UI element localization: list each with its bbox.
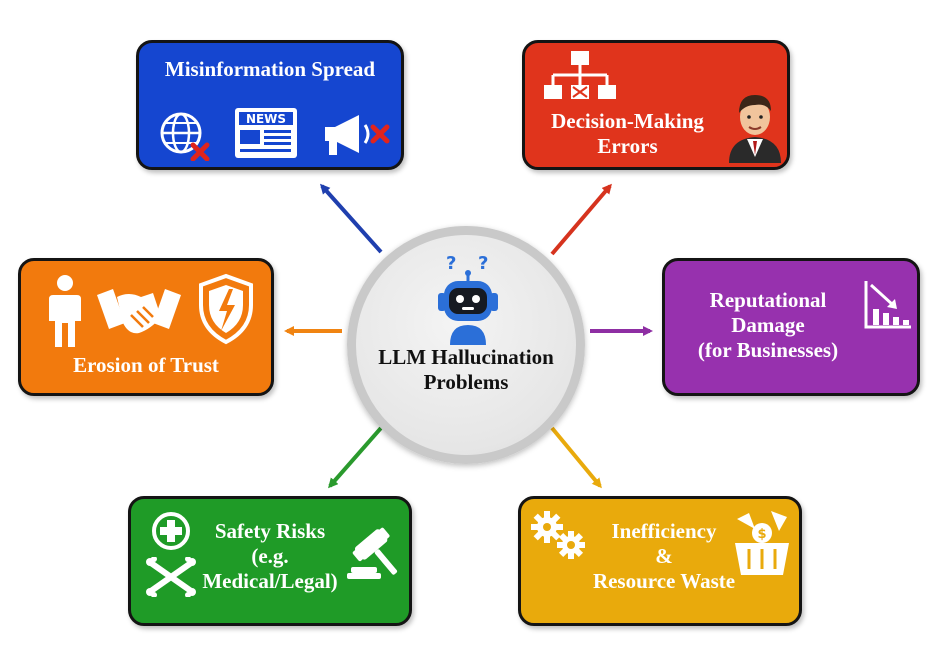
reputational-damage-box: Reputational Damage (for Businesses) [662, 258, 920, 396]
broken-shield-icon [199, 273, 253, 345]
decision-making-label: Decision-Making Errors [535, 109, 720, 159]
megaphone-x-icon [325, 115, 390, 155]
decision-making-line1: Decision-Making [551, 109, 704, 133]
arrow-safety [328, 426, 383, 489]
safety-line3: Medical/Legal) [202, 569, 338, 593]
declining-chart-icon [864, 281, 911, 329]
inefficiency-line2: & [655, 544, 673, 568]
reputational-line2: Damage [731, 313, 805, 337]
inefficiency-box: Inefficiency & Resource Waste $ [518, 496, 802, 626]
skull-bones-icon [146, 557, 196, 597]
person-icon [49, 275, 81, 347]
svg-text:?: ? [478, 253, 488, 274]
erosion-of-trust-box: Erosion of Trust [18, 258, 274, 396]
gears-icon [531, 511, 585, 559]
handshake-icon [97, 289, 181, 334]
medical-cross-icon [152, 512, 190, 550]
gavel-icon [347, 527, 398, 579]
globe-x-icon [160, 112, 210, 161]
safety-line2: (e.g. [251, 544, 289, 568]
svg-text:NEWS: NEWS [246, 112, 286, 126]
central-problem-circle: ? ? LLM Hallucination Problems [347, 226, 585, 464]
misinformation-box: Misinformation Spread NEWS [136, 40, 404, 170]
arrow-decision [550, 183, 612, 256]
reputational-line3: (for Businesses) [697, 338, 839, 362]
arrow-inefficiency [550, 426, 602, 489]
central-title-line1: LLM Hallucination [378, 345, 554, 369]
inefficiency-line1: Inefficiency [611, 519, 717, 543]
robot-question-icon: ? ? [438, 253, 498, 345]
erosion-of-trust-label: Erosion of Trust [73, 353, 219, 377]
money-basket-icon: $ [735, 511, 789, 575]
svg-text:$: $ [757, 527, 766, 542]
safety-risks-box: Safety Risks (e.g. Medical/Legal) [128, 496, 412, 626]
inefficiency-label: Inefficiency & Resource Waste [579, 519, 749, 594]
central-title: LLM Hallucination Problems [356, 345, 576, 395]
decision-making-line2: Errors [597, 134, 658, 158]
news-icon: NEWS [235, 108, 297, 158]
reputational-damage-label: Reputational Damage (for Businesses) [673, 288, 863, 363]
decision-making-box: Decision-Making Errors [522, 40, 790, 170]
safety-line1: Safety Risks [214, 519, 326, 543]
inefficiency-line3: Resource Waste [592, 569, 736, 593]
org-chart-icon [544, 51, 616, 99]
reputational-line1: Reputational [709, 288, 827, 312]
arrow-misinformation [320, 183, 383, 254]
central-title-line2: Problems [423, 370, 509, 394]
safety-risks-label: Safety Risks (e.g. Medical/Legal) [195, 519, 345, 594]
businessman-icon [729, 95, 781, 163]
svg-text:?: ? [446, 253, 456, 274]
misinformation-label: Misinformation Spread [164, 57, 376, 81]
